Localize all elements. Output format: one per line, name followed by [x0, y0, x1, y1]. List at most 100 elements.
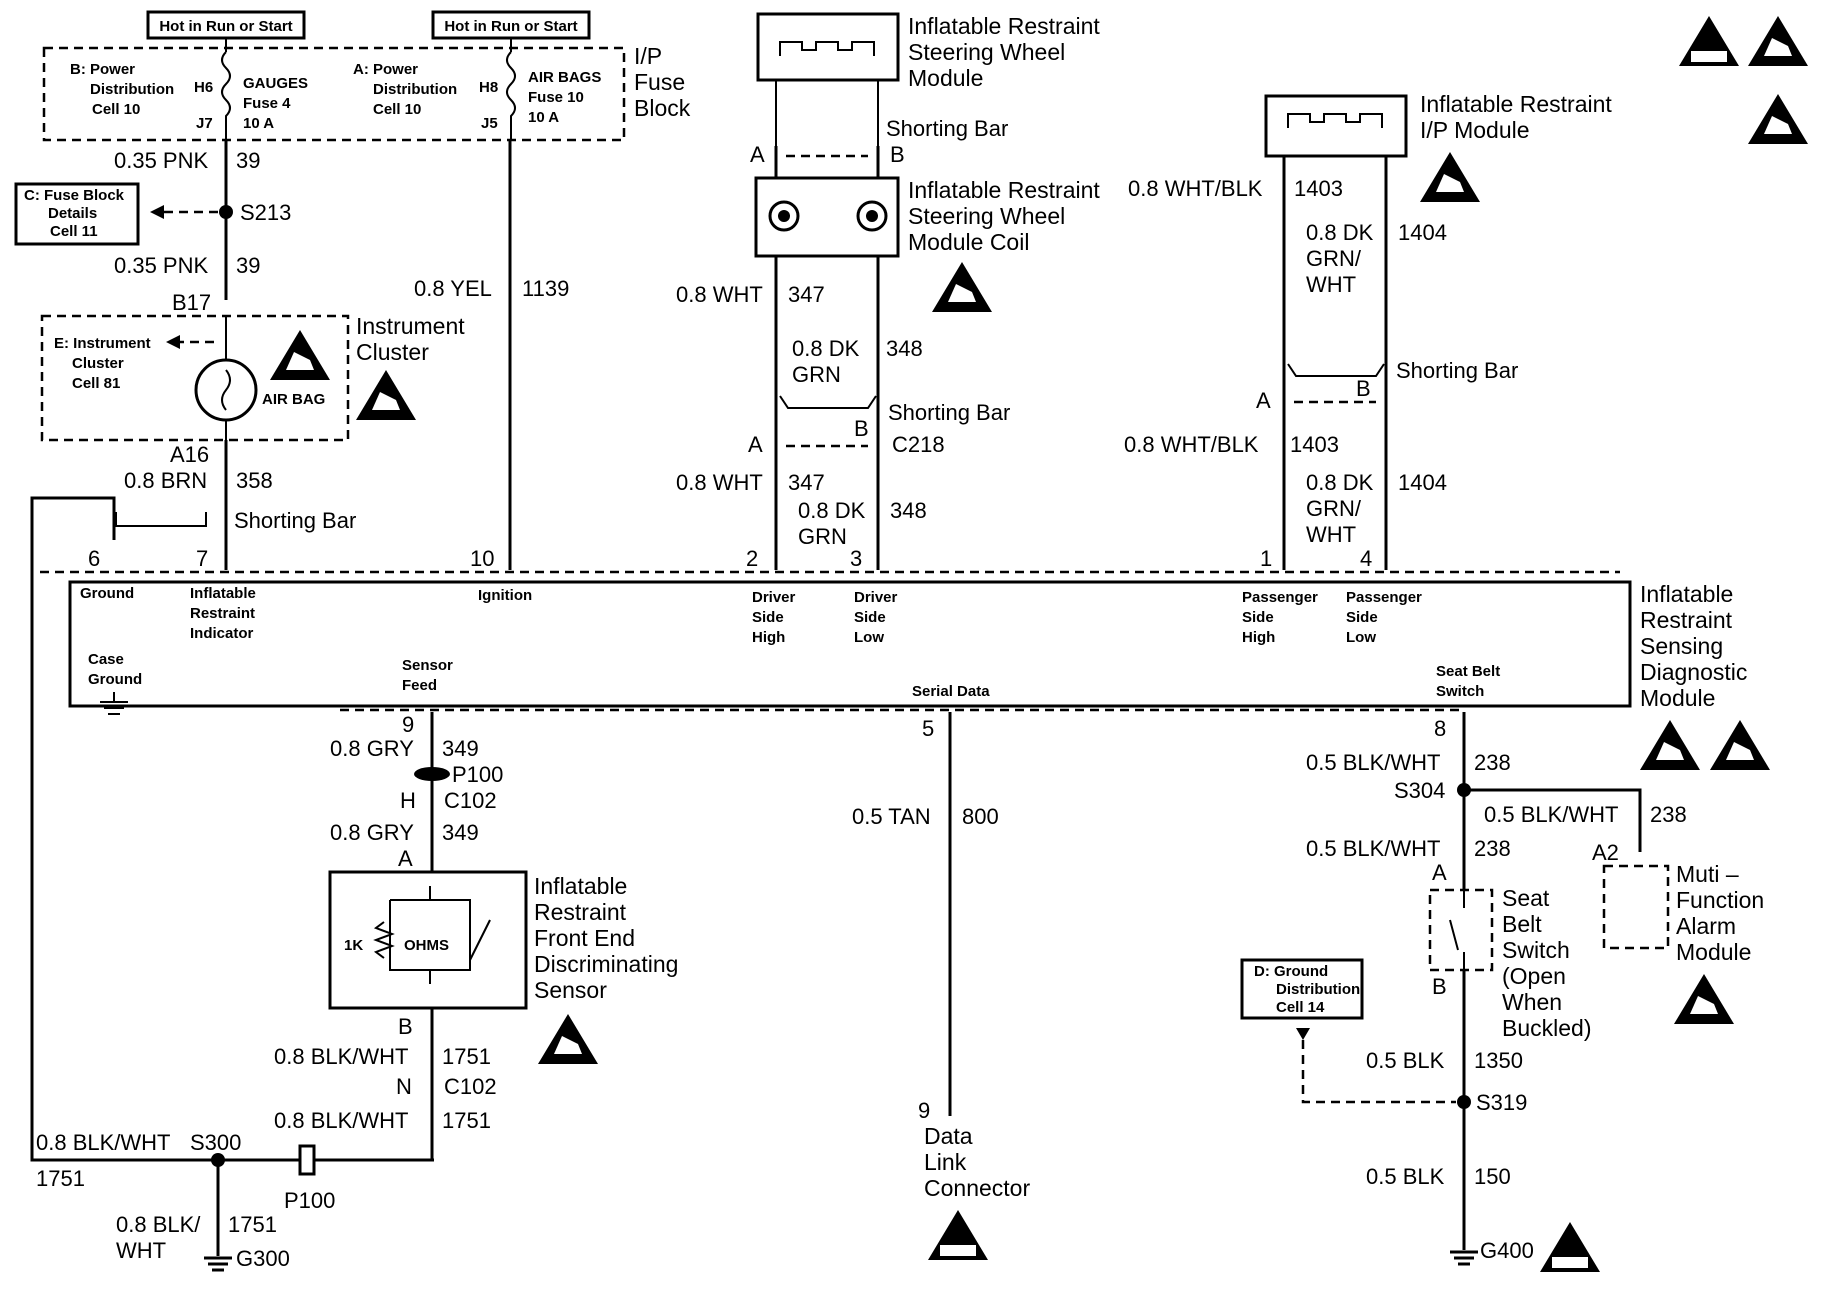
instrument-branch: 0.35 PNK 39 S213 C: Fuse Block Details C…: [14, 140, 569, 570]
wire-150-color: 0.5 BLK: [1366, 1164, 1445, 1189]
left-pin-bot: J7: [196, 115, 213, 132]
shorting-bar-left: Shorting Bar: [234, 508, 356, 533]
wire-1404a-color-2: GRN/: [1306, 246, 1362, 271]
wire-349a-color: 0.8 GRY: [330, 736, 414, 761]
alarm-pin-a2: A2: [1592, 840, 1619, 865]
right-ref-3: Cell 10: [373, 101, 421, 118]
left-ref-2: Distribution: [90, 81, 174, 98]
pin-n: N: [396, 1074, 412, 1099]
wire-800-ckt: 800: [962, 804, 999, 829]
sw-pin-b2: B: [854, 416, 869, 441]
label-dsh-2: Side: [752, 609, 784, 626]
label-case-ground-1: Case: [88, 651, 124, 668]
switch-title-2: Belt: [1502, 911, 1542, 937]
connector-c102: C102: [444, 788, 497, 813]
wire-1751a-color: 0.8 BLK/WHT: [274, 1044, 408, 1069]
ohms-label: OHMS: [404, 937, 449, 954]
wire-1404a-color-3: WHT: [1306, 272, 1356, 297]
wire-348a-ckt: 348: [886, 336, 923, 361]
sw-pin-a: A: [750, 142, 765, 167]
pin-10: 10: [470, 546, 494, 571]
pin-2: 2: [746, 546, 758, 571]
wire-238a-color: 0.5 BLK/WHT: [1306, 750, 1440, 775]
fuse-block-title-2: Fuse: [634, 69, 685, 95]
ip-pin-a: A: [1256, 388, 1271, 413]
wire-1751b-color: 0.8 BLK/WHT: [274, 1108, 408, 1133]
pin-7: 7: [196, 546, 208, 571]
sensing-diagnostic-module: 6 7 10 2 3 1 4 Ground Inflatable Restrai…: [40, 546, 1770, 770]
wire-349b-ckt: 349: [442, 820, 479, 845]
fuse-ref-2: Details: [48, 205, 97, 222]
seatbelt-switch-icon: [1449, 890, 1465, 970]
label-seat-belt-2: Switch: [1436, 683, 1484, 700]
dlc-title-1: Data: [924, 1123, 973, 1149]
fuse-ref-1: C: Fuse Block: [24, 187, 125, 204]
module-title-4: Diagnostic: [1640, 659, 1747, 685]
label-dsl-2: Side: [854, 609, 886, 626]
wire-39b-ckt: 39: [236, 253, 260, 278]
right-fuse-1: AIR BAGS: [528, 69, 601, 86]
pin-1: 1: [1260, 546, 1272, 571]
coil-title-2: Steering Wheel: [908, 203, 1065, 229]
splice-s213-label: S213: [240, 200, 291, 225]
sensor-title-3: Front End: [534, 925, 635, 951]
wire-349b-color: 0.8 GRY: [330, 820, 414, 845]
airbag-label: AIR BAG: [262, 391, 325, 408]
splice-s319: [1457, 1095, 1471, 1109]
right-ref-1: A: Power: [353, 61, 418, 78]
wire-348b-color-1: 0.8 DK: [798, 498, 866, 523]
label-dsl-3: Low: [854, 629, 884, 646]
obd-icon-top: [1679, 16, 1739, 66]
label-sensor-feed-2: Feed: [402, 677, 437, 694]
cluster-esd-icon: [356, 370, 416, 420]
gauges-fuse-icon: [221, 51, 231, 140]
wire-347b-ckt: 347: [788, 470, 825, 495]
left-ref-3: Cell 10: [92, 101, 140, 118]
pin-3: 3: [850, 546, 862, 571]
label-psh-3: High: [1242, 629, 1275, 646]
dlc-title-2: Link: [924, 1149, 967, 1175]
module-title-2: Restraint: [1640, 607, 1733, 633]
label-dsl-1: Driver: [854, 589, 898, 606]
switch-title-1: Seat: [1502, 885, 1550, 911]
left-fuse-1: GAUGES: [243, 75, 308, 92]
pin-5: 5: [922, 716, 934, 741]
cluster-ref-3: Cell 81: [72, 375, 120, 392]
splice-s213: [219, 205, 233, 219]
wire-1404b-color-2: GRN/: [1306, 496, 1362, 521]
ip-pin-b: B: [1356, 376, 1371, 401]
hot-left-label: Hot in Run or Start: [159, 18, 292, 35]
left-pin-top: H6: [194, 79, 213, 96]
ip-module-title-2: I/P Module: [1420, 117, 1530, 143]
cluster-title-2: Cluster: [356, 339, 429, 365]
pin-9: 9: [402, 712, 414, 737]
switch-pin-a: A: [1432, 860, 1447, 885]
sw-shorting-bar-mid: Shorting Bar: [888, 400, 1010, 425]
passenger-group: Inflatable Restraint I/P Module 0.8 WHT/…: [1124, 91, 1612, 570]
steering-wheel-group: Inflatable Restraint Steering Wheel Modu…: [676, 12, 1100, 570]
wire-1404b-color-3: WHT: [1306, 522, 1356, 547]
ip-esd-icon: [1420, 152, 1480, 202]
connector-p100b: P100: [284, 1188, 335, 1213]
airbags-fuse-icon: [506, 51, 516, 140]
resistor-icon: [373, 921, 395, 959]
sw-module-title-3: Module: [908, 65, 983, 91]
label-psl-1: Passenger: [1346, 589, 1422, 606]
label-indicator-3: Indicator: [190, 625, 254, 642]
pin-a16: A16: [170, 442, 209, 467]
coil-left-icon: [768, 200, 800, 232]
sw-module-title-2: Steering Wheel: [908, 39, 1065, 65]
label-indicator-1: Inflatable: [190, 585, 256, 602]
connector-c102b: C102: [444, 1074, 497, 1099]
fuse-block: Hot in Run or Start Hot in Run or Start …: [42, 10, 691, 142]
wire-348a-color-2: GRN: [792, 362, 841, 387]
right-pin-top: H8: [479, 79, 498, 96]
wire-150-ckt: 150: [1474, 1164, 1511, 1189]
wire-s300-color: 0.8 BLK/WHT: [36, 1130, 170, 1155]
right-pin-bot: J5: [481, 115, 498, 132]
sensor-title-2: Restraint: [534, 899, 627, 925]
coil-title-3: Module Coil: [908, 229, 1029, 255]
fuse-block-title-3: Block: [634, 95, 691, 121]
wire-347b-color: 0.8 WHT: [676, 470, 763, 495]
dlc-pin-9: 9: [918, 1098, 930, 1123]
